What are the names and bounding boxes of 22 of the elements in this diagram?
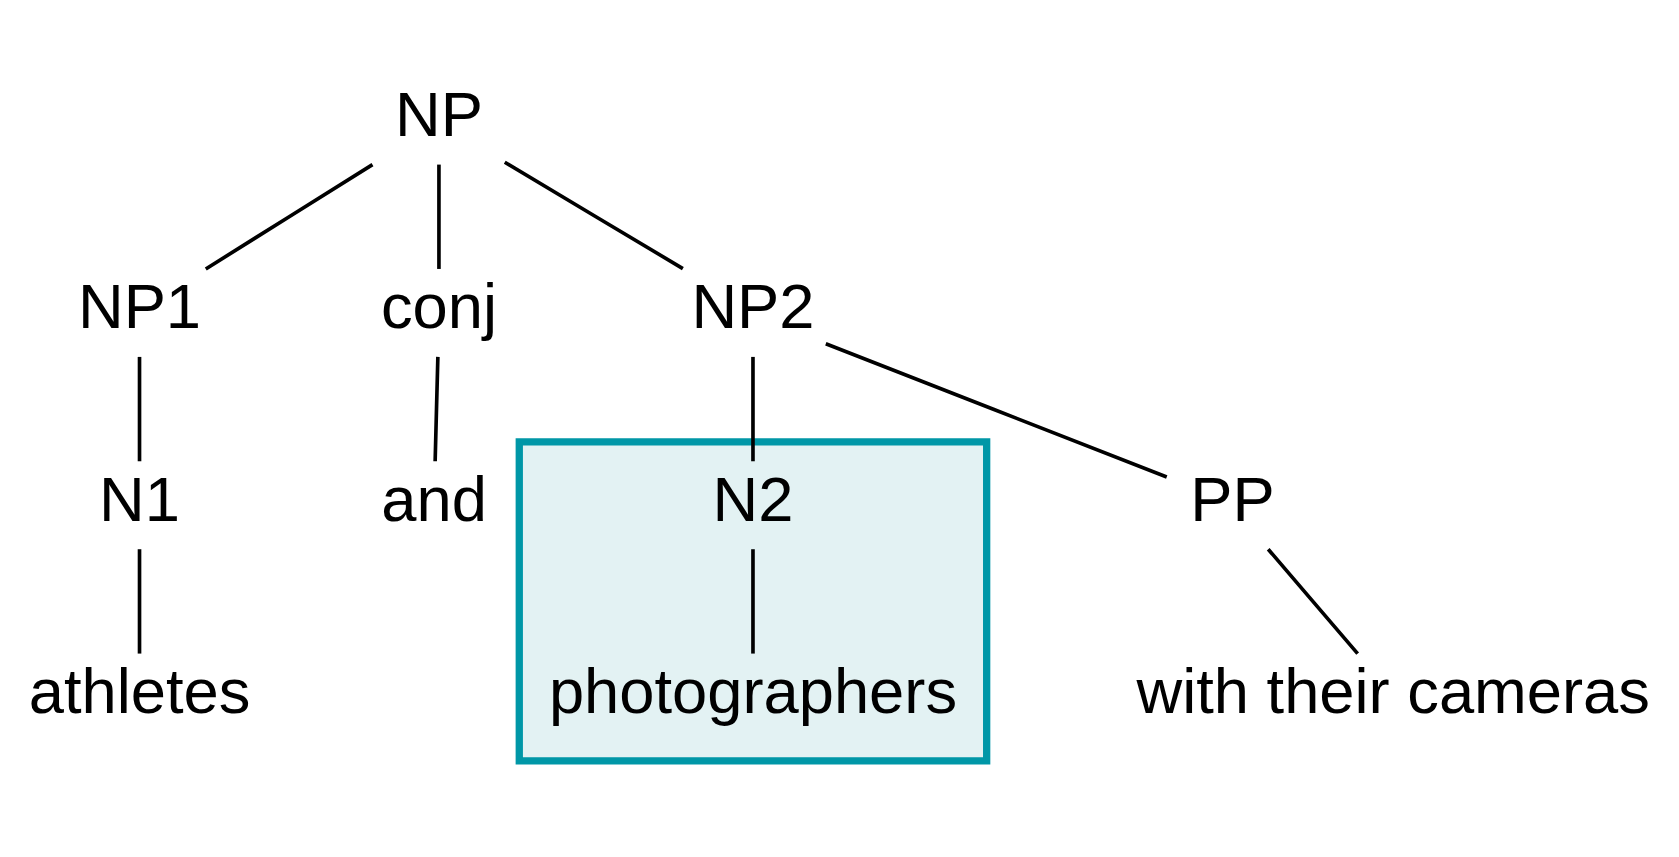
node-text: NP1 [77,271,201,342]
connector [204,163,373,271]
node-text: PP [1189,463,1275,534]
node-text: conj [380,271,497,342]
connector [750,549,755,654]
node-text: photographers [548,655,957,726]
node-text: and [380,463,487,534]
connector [503,160,684,271]
cluster [515,438,990,765]
node-text: athletes [28,655,250,726]
connector [436,164,441,269]
node-text: NP [394,78,483,149]
node-text: N2 [712,463,793,534]
connector [1266,548,1359,655]
connector [137,549,141,654]
connector [824,342,1167,479]
node-text: N1 [98,463,180,534]
node-text: NP2 [690,271,815,342]
connector [137,356,141,462]
node-text: with their cameras [1135,655,1650,726]
connector [432,356,440,462]
connector [750,356,755,462]
